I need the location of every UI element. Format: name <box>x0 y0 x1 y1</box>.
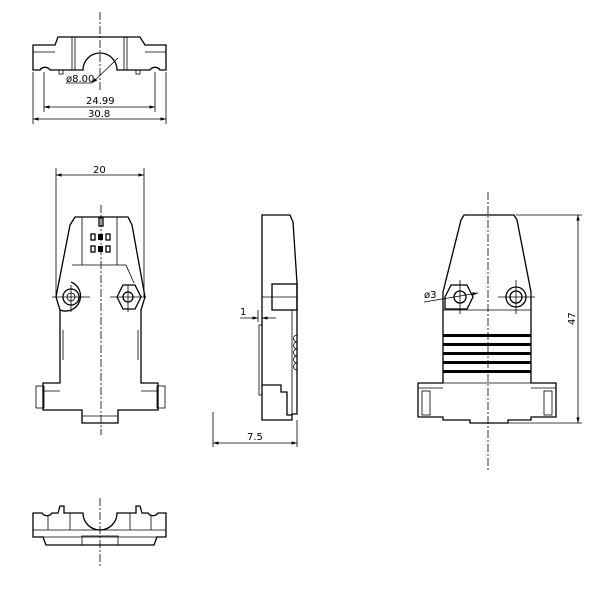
cable-diameter-label: ø8.00 <box>66 74 94 85</box>
bottom-view <box>32 498 167 567</box>
front-view: 20 <box>35 165 166 435</box>
front-width-label: 20 <box>93 165 106 176</box>
rear-view: ø3 47 <box>417 192 582 470</box>
wall-thickness-label: 1 <box>240 307 246 318</box>
overall-width-label: 30.8 <box>88 109 110 120</box>
inner-width-label: 24.99 <box>86 96 115 107</box>
depth-label: 7.5 <box>247 432 263 443</box>
side-view: 1 7.5 <box>212 214 298 447</box>
top-view: ø8.00 24.99 30.8 <box>32 12 167 124</box>
height-label: 47 <box>567 312 578 325</box>
screw-hole-label: ø3 <box>424 290 436 301</box>
